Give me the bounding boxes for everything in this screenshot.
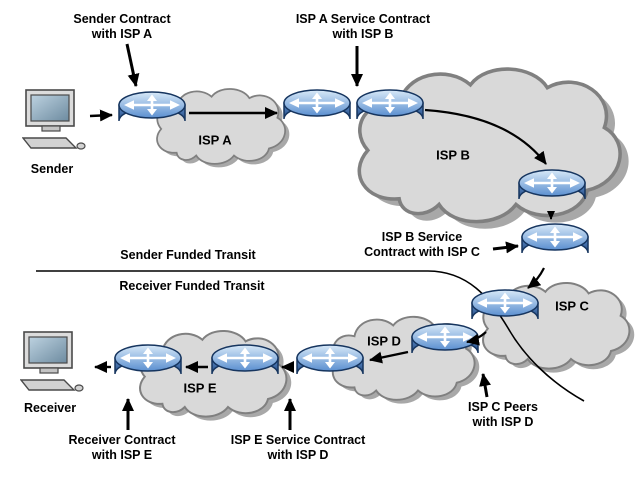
receiver-computer-icon [20,331,84,392]
sender-computer-icon [22,89,86,150]
sender-contract-label: Sender Contract with ISP A [73,12,171,41]
arrow-isp-b-to-isp-c [527,267,545,289]
router-icon-isp-a-egress [282,89,352,121]
router-icon-isp-b-egress [520,223,590,255]
receiver-funded-transit-label: Receiver Funded Transit [119,279,265,293]
isp-c-cloud-label: ISP C [555,298,589,314]
receiver-node-label: Receiver [23,401,77,415]
isp-d-cloud-label: ISP D [367,333,401,349]
arrow-isp-c-to-isp-d [466,331,487,346]
isp-a-cloud-label: ISP A [198,132,232,148]
isp-b-cloud-label: ISP B [436,147,470,163]
arrow-ispb-service-label [492,241,519,254]
arrow-isp-b-curve [424,108,547,165]
sender-funded-transit-label: Sender Funded Transit [120,248,256,262]
arrow-sender-contract-label [125,43,140,87]
ispc-peers-label: ISP C Peers with ISP D [468,400,538,429]
ispb-service-contract-label: ISP B Service Contract with ISP C [364,230,480,259]
transit-divider-line [36,270,585,402]
ispa-service-contract-label: ISP A Service Contract with ISP B [295,12,431,41]
isp-e-cloud-label: ISP E [183,380,217,396]
receiver-contract-label: Receiver Contract with ISP E [68,433,176,462]
isp-e-cloud [138,329,292,422]
sender-node-label: Sender [30,162,74,176]
ispe-service-contract-label: ISP E Service Contract with ISP D [230,433,366,462]
arrow-sender-to-router [89,109,113,122]
arrow-ispc-peers-label [479,373,491,398]
arrow-isp-d-link [369,350,409,364]
